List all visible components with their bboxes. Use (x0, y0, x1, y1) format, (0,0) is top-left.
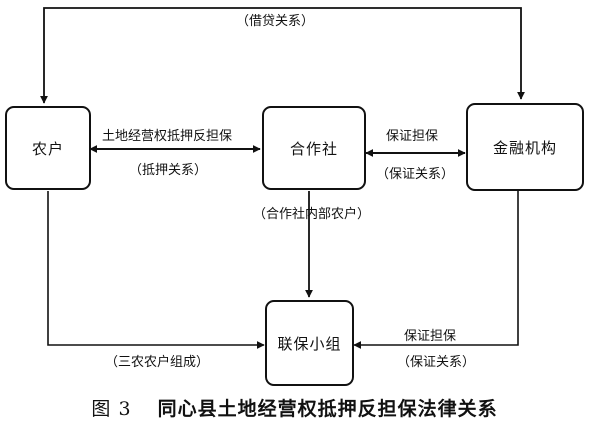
edge-farmer-group (47, 191, 265, 349)
label-internal-farmers: （合作社内部农户） (253, 207, 371, 222)
node-cooperative-label: 合作社 (289, 139, 338, 158)
figure-caption: 图 3 同心县土地经营权抵押反担保法律关系 (0, 394, 589, 421)
label-land-guarantee: 土地经营权抵押反担保 (102, 129, 233, 144)
node-joint-guarantee-group: 联保小组 (265, 300, 354, 386)
label-loan-relation: （借贷关系） (236, 14, 315, 29)
node-financial-institution: 金融机构 (466, 103, 584, 191)
node-group-label: 联保小组 (277, 334, 342, 353)
label-sannong-farmers: （三农农户组成） (105, 355, 210, 370)
node-cooperative: 合作社 (262, 106, 366, 190)
edge-loan-relation (40, 7, 525, 104)
edge-financial-group (353, 191, 519, 349)
figure-number: 图 3 (91, 398, 132, 420)
label-group-guarantee: 保证担保 (404, 329, 457, 344)
label-group-guarantee-relation: （保证关系） (397, 355, 476, 370)
label-coop-guarantee-relation: （保证关系） (376, 167, 455, 182)
node-farmer: 农户 (5, 106, 91, 190)
figure-title: 同心县土地经营权抵押反担保法律关系 (157, 398, 498, 420)
label-mortgage-relation: （抵押关系） (129, 163, 208, 178)
node-farmer-label: 农户 (31, 139, 64, 158)
label-coop-guarantee: 保证担保 (386, 129, 439, 144)
node-financial-label: 金融机构 (492, 138, 557, 157)
